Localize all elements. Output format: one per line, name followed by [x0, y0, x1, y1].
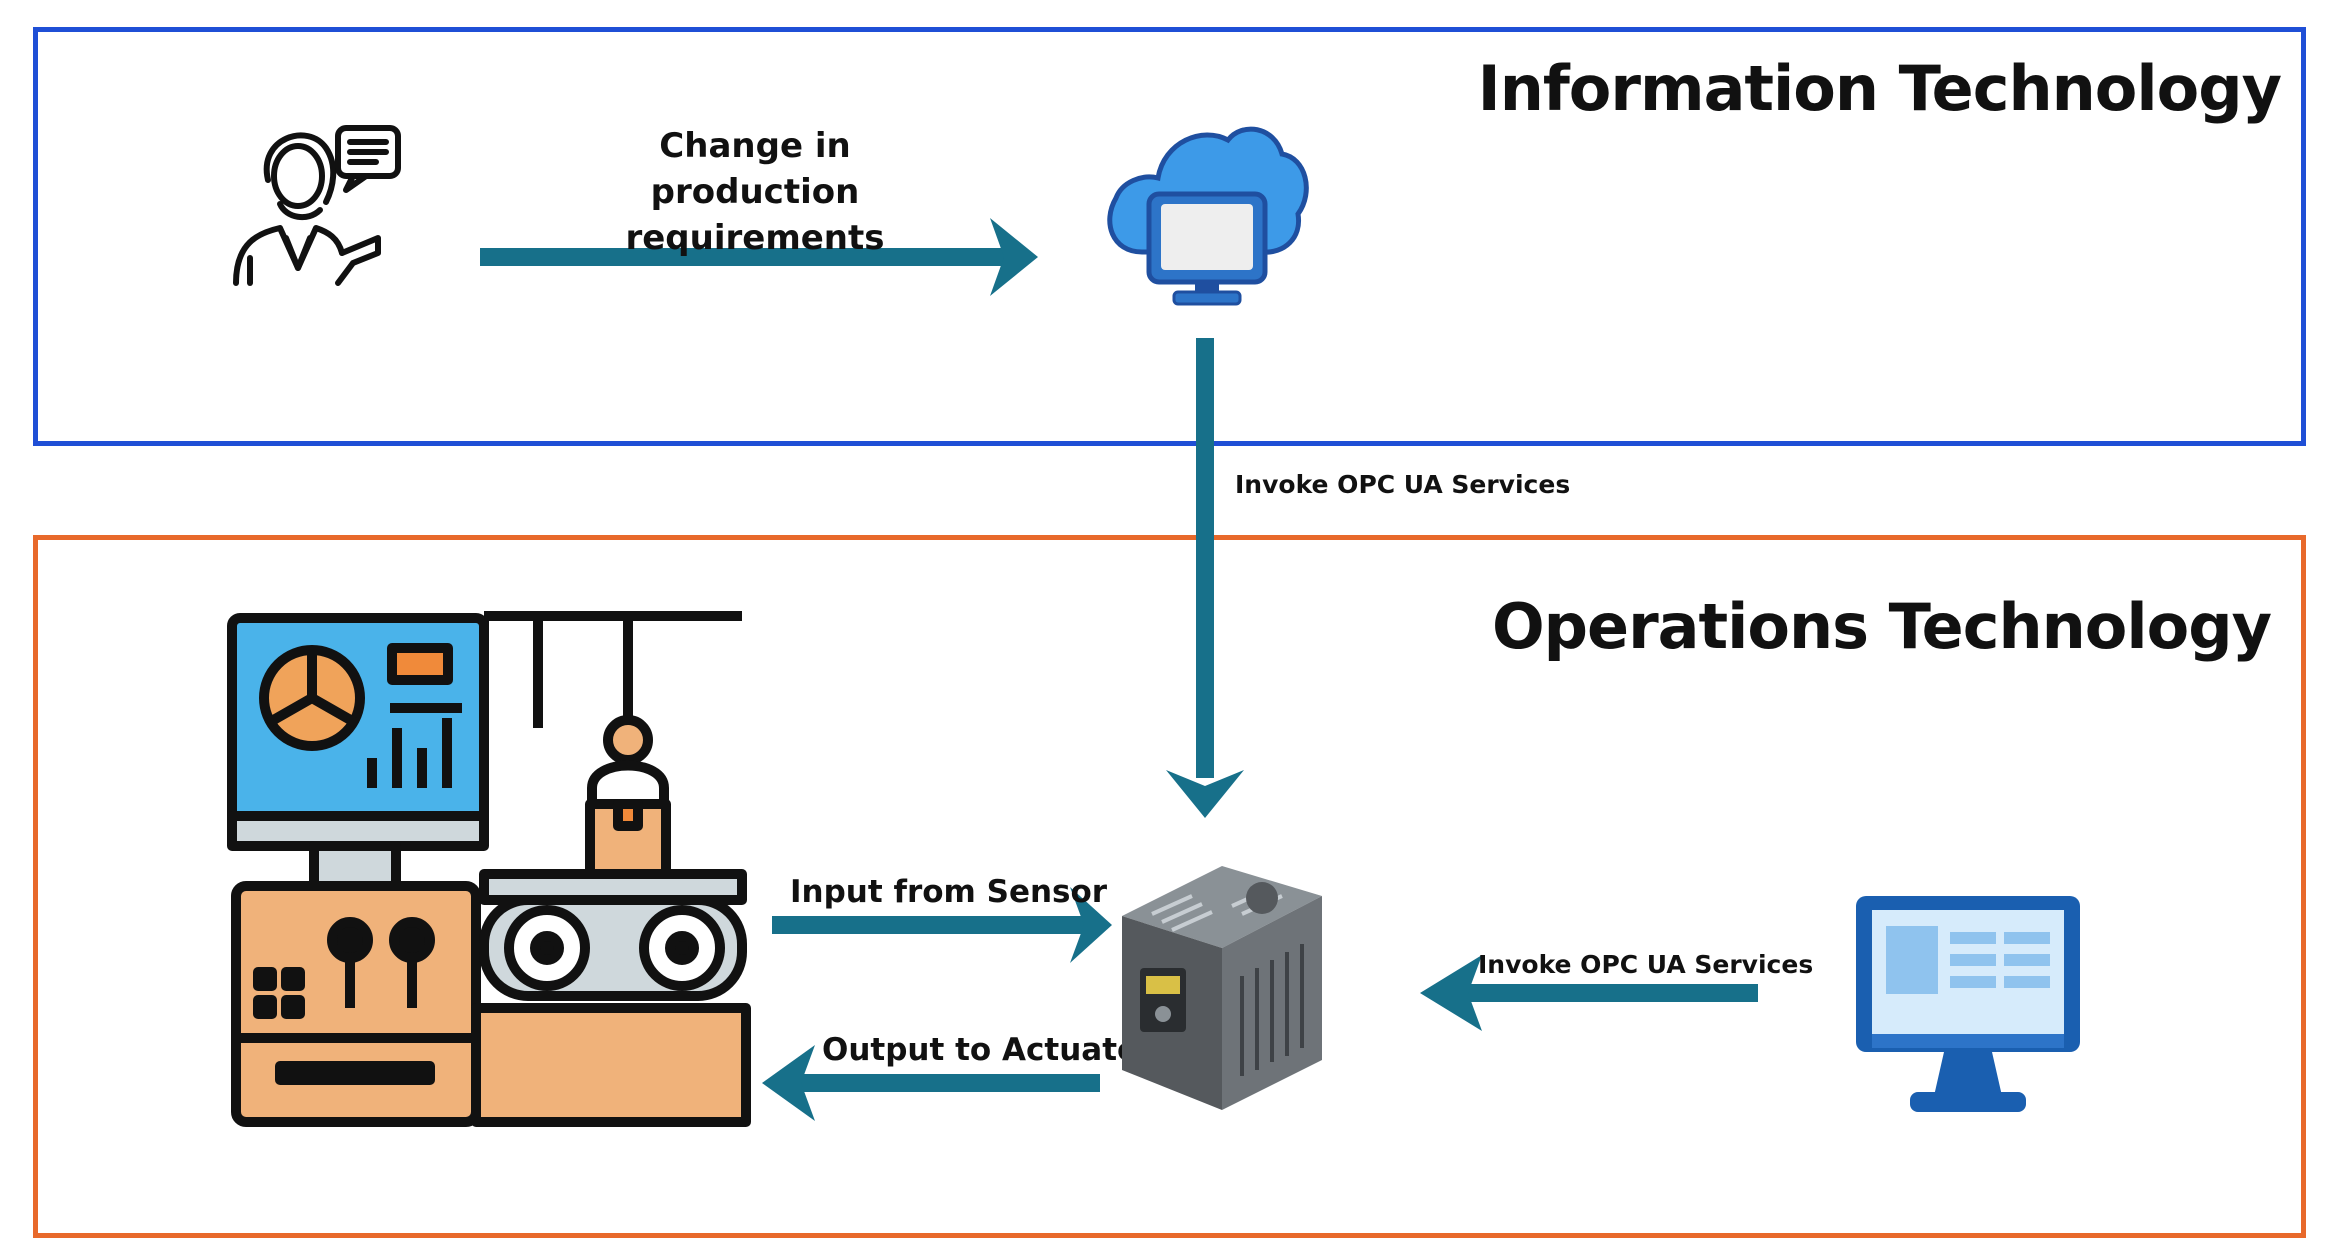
arrow-input-from-sensor-head: [1070, 887, 1112, 963]
invoke-right-label: Invoke OPC UA Services: [1478, 950, 1814, 979]
it-zone: Information Technology: [33, 27, 2306, 446]
arrow-invoke-top-head: [1166, 770, 1244, 818]
arrow-input-from-sensor: [772, 916, 1090, 934]
change-requirements-label: Change in production requirements: [625, 126, 885, 258]
arrow-invoke-right-head: [1420, 955, 1482, 1031]
arrow-output-to-actuator: [795, 1074, 1100, 1092]
person-speech-icon: [233, 125, 401, 286]
ot-zone: Operations Technology: [33, 535, 2306, 1238]
ot-zone-title: Operations Technology: [1491, 590, 2272, 663]
arrow-change-requirements: [480, 248, 1010, 266]
it-zone-title: Information Technology: [1477, 52, 2282, 125]
invoke-top-label: Invoke OPC UA Services: [1235, 470, 1571, 499]
output-to-actuator-label: Output to Actuator: [822, 1032, 1154, 1068]
factory-machine-icon: [227, 611, 751, 1127]
plc-controller-icon: [1122, 866, 1322, 1110]
arrow-output-to-actuator-head: [762, 1045, 815, 1121]
arrow-invoke-top: [1196, 338, 1214, 778]
arrow-change-requirements-head: [990, 218, 1038, 296]
cloud-computer-icon: [1107, 126, 1309, 306]
input-from-sensor-label: Input from Sensor: [790, 874, 1108, 910]
arrow-invoke-right: [1462, 984, 1758, 1002]
monitor-icon: [1856, 896, 2080, 1112]
